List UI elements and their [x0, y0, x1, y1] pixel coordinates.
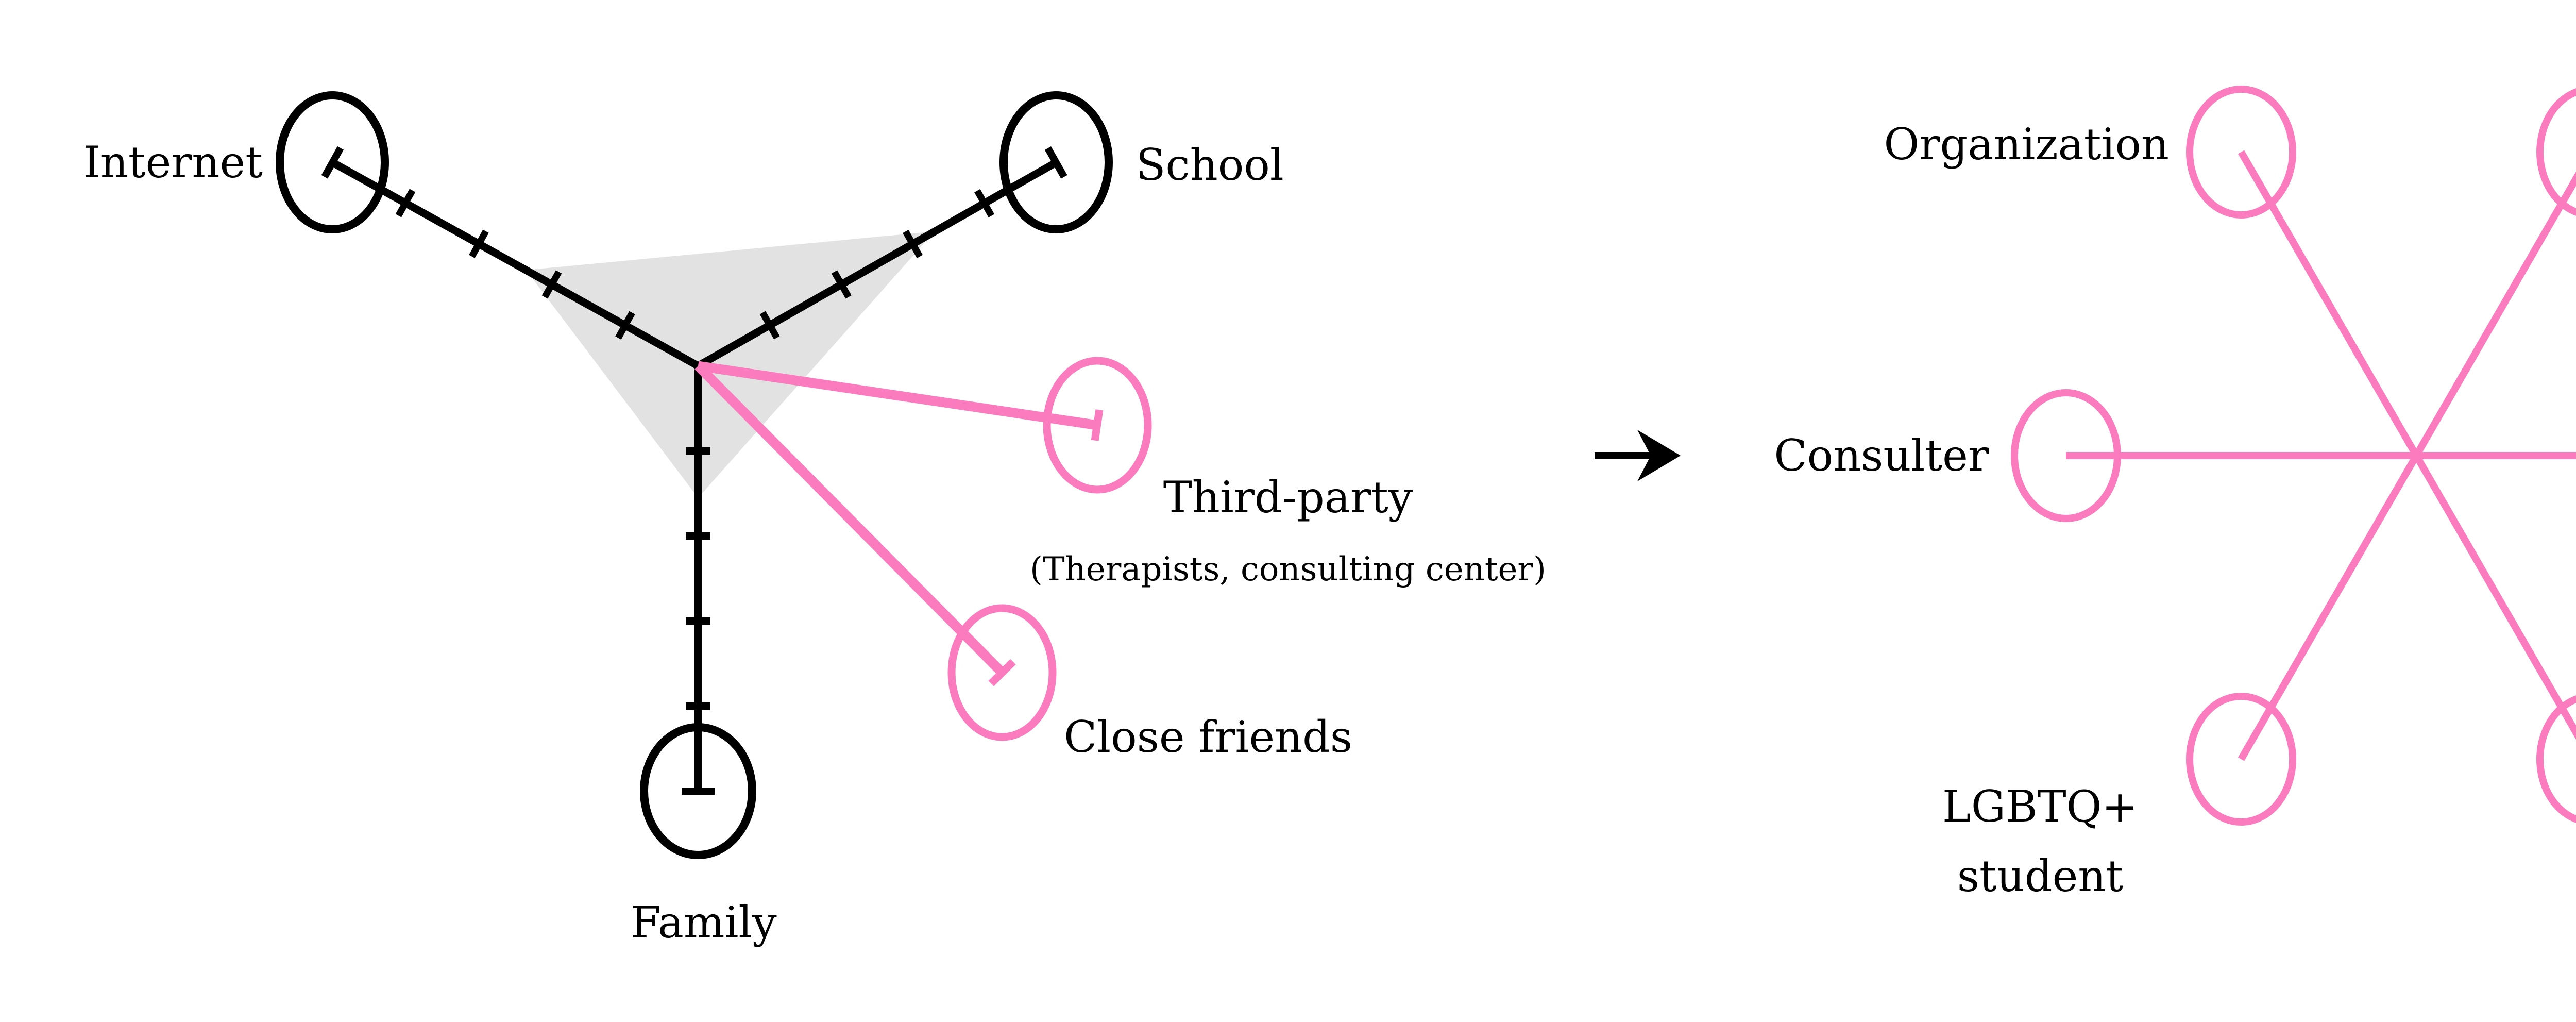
label-internet: Internet	[83, 137, 263, 188]
node-circle-lgbtq-student	[2186, 693, 2296, 826]
ray-close-friends	[694, 362, 1016, 686]
label-school: School	[1136, 140, 1284, 190]
node-circle-internet	[276, 91, 389, 233]
axis-tick	[831, 270, 852, 299]
left-diagram: Internet School Family Third-party (Ther…	[83, 91, 1546, 948]
axis-endcap	[1044, 146, 1067, 179]
node-circle-organization	[2186, 86, 2296, 219]
node-circle-family	[640, 723, 756, 859]
ray-close-friends-line	[694, 362, 1006, 676]
ray-third-party	[697, 361, 1104, 441]
node-circle-school	[999, 91, 1113, 233]
label-organization: Organization	[1884, 119, 2169, 170]
node-circle-other	[2536, 695, 2576, 823]
axis-family	[682, 366, 715, 795]
axis-tick	[395, 189, 416, 217]
label-lgbtq-line2: student	[1957, 851, 2124, 901]
axis-endcap	[321, 146, 344, 179]
axis-school-line	[696, 159, 1058, 370]
label-family: Family	[631, 897, 777, 948]
ray-endcap	[1091, 409, 1104, 441]
axis-tick	[469, 229, 489, 258]
shaded-triangle-region	[526, 231, 935, 498]
arrow-head	[1637, 430, 1681, 481]
axis-tick	[903, 229, 923, 258]
label-close-friends: Close friends	[1064, 712, 1352, 762]
right-diagram: Organization Teacher Consulter Parent LG…	[1774, 86, 2576, 901]
node-circle-close-friends	[947, 604, 1057, 741]
label-third-party-sub: (Therapists, consulting center)	[1030, 550, 1546, 589]
axis-tick	[974, 189, 995, 217]
axis-internet	[321, 146, 700, 370]
axis-internet-line	[330, 159, 700, 370]
label-lgbtq: LGBTQ+	[1942, 781, 2138, 832]
axis-tick	[541, 270, 562, 299]
ray-endcap	[988, 659, 1016, 686]
node-circle-third-party	[1043, 357, 1152, 494]
axis-tick	[615, 311, 635, 340]
arrow-icon	[1595, 430, 1681, 481]
label-consulter: Consulter	[1774, 430, 1989, 481]
node-circle-consulter	[2011, 389, 2121, 522]
node-circle-teacher	[2536, 88, 2576, 216]
ray-third-party-line	[697, 361, 1098, 430]
label-third-party: Third-party	[1163, 472, 1413, 523]
axis-school	[696, 146, 1067, 370]
axis-tick	[759, 311, 780, 340]
spoke-teacher-lgbtq-student	[2238, 171, 2576, 761]
